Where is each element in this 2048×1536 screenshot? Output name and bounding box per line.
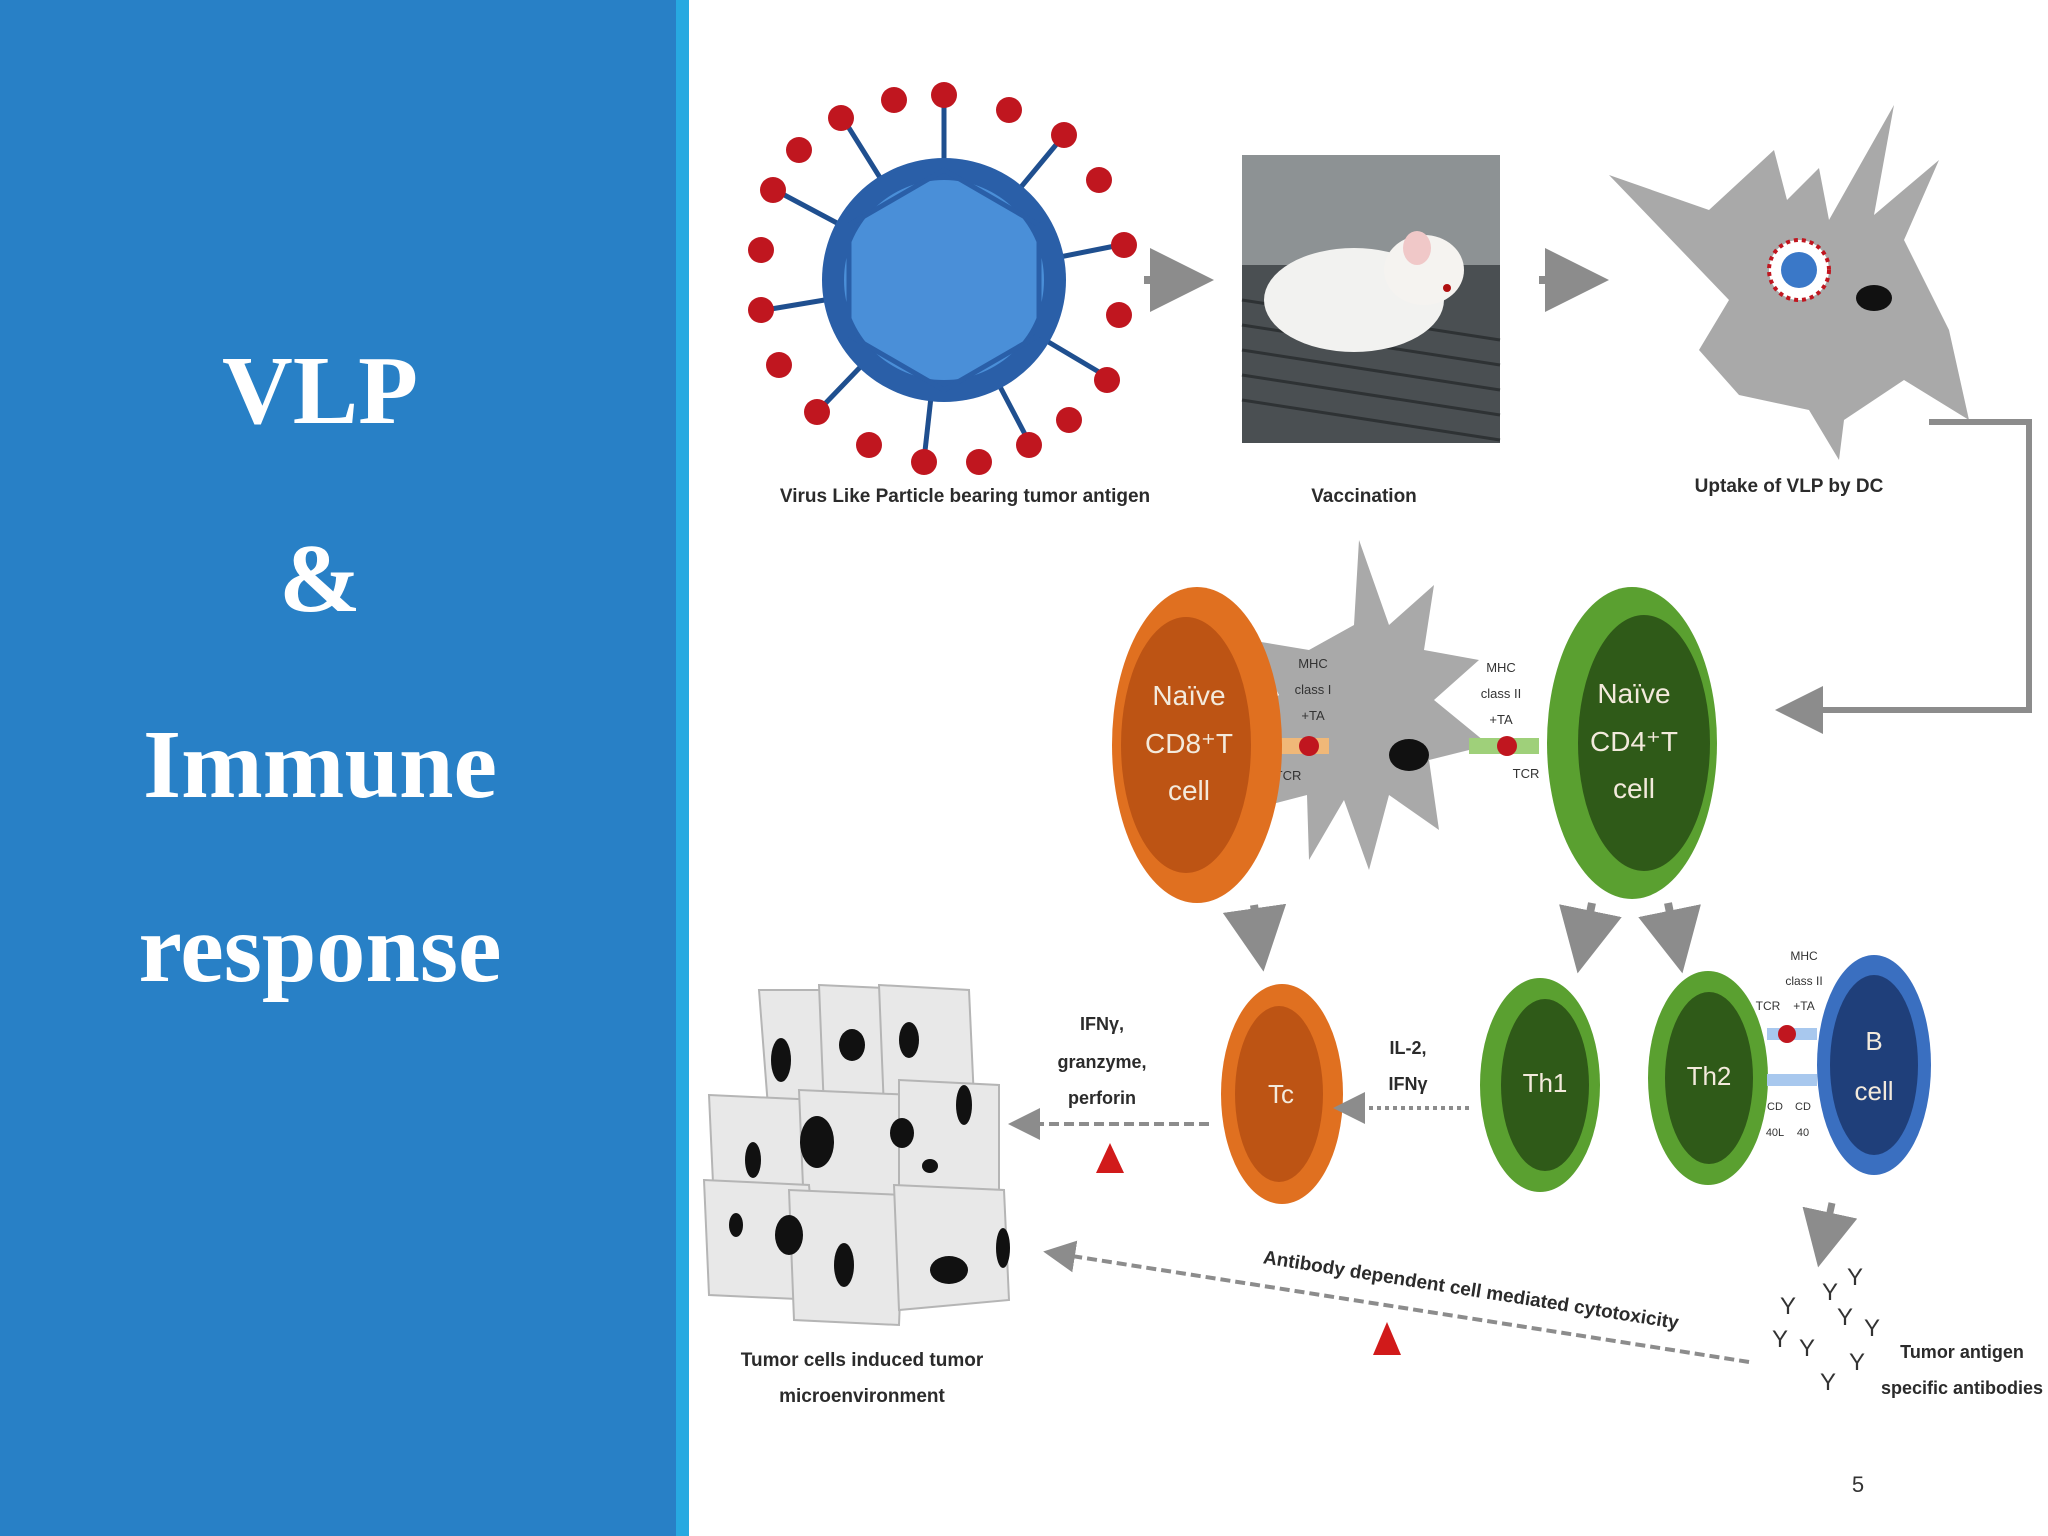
mhc2-label-3: +TA (1489, 712, 1513, 727)
cytotoxicity-triangle (1096, 1143, 1124, 1173)
ifn-label-3: perforin (1068, 1088, 1136, 1108)
th2-label: Th2 (1687, 1061, 1732, 1091)
tcr-label-bcell: TCR (1756, 999, 1781, 1013)
mhc2-label-1: MHC (1486, 660, 1516, 675)
b-cell: B cell (1817, 955, 1931, 1175)
cd40l-label-2: 40L (1766, 1127, 1784, 1139)
cd8-line2: CD8⁺T (1145, 728, 1233, 759)
cd4-line3: cell (1613, 773, 1655, 804)
uptake-label: Uptake of VLP by DC (1695, 476, 1884, 497)
svg-text:Y: Y (1772, 1326, 1788, 1353)
th2-cell: Th2 (1648, 971, 1768, 1185)
ifn-label-1: IFNγ, (1080, 1014, 1124, 1034)
mhc1-antigen-dot (1299, 736, 1319, 756)
title-line-ampersand: & (279, 525, 361, 633)
th1-cell: Th1 (1480, 978, 1600, 1192)
bcell-to-antibodies-arrow (1802, 1202, 1858, 1268)
svg-text:Y: Y (1847, 1264, 1863, 1291)
il2-label-1: IL-2, (1389, 1038, 1426, 1058)
il2-label-2: IFNγ (1388, 1074, 1427, 1094)
title-line-immune: Immune (143, 711, 497, 819)
svg-text:Y: Y (1837, 1304, 1853, 1331)
svg-text:Y: Y (1822, 1279, 1838, 1306)
cd8-line3: cell (1168, 775, 1210, 806)
title-panel: VLP & Immune response (0, 0, 676, 1536)
adcc-label: Antibody dependent cell mediated cytotox… (1262, 1247, 1681, 1334)
dendritic-cell-icon (1609, 105, 1969, 460)
cd4-line2: CD4⁺T (1590, 726, 1678, 757)
slide-number: 5 (1851, 1472, 1865, 1497)
vlp-particle-icon (748, 82, 1137, 475)
differentiation-arrows (1222, 902, 1701, 974)
adcc-arrow (1043, 1240, 1750, 1364)
adcc-triangle (1373, 1322, 1401, 1355)
svg-text:Y: Y (1799, 1335, 1815, 1362)
arrow-to-presentation (1775, 419, 2032, 734)
svg-text:Y: Y (1864, 1315, 1880, 1342)
th1-label: Th1 (1523, 1068, 1568, 1098)
mhc1-label-1: MHC (1298, 656, 1328, 671)
vaccination-label: Vaccination (1311, 486, 1417, 507)
tumor-label-2: microenvironment (779, 1386, 945, 1407)
cd40l-label-1: CD (1767, 1101, 1783, 1113)
mhc3-label-1: MHC (1790, 949, 1818, 963)
title-line-response: response (138, 895, 502, 1003)
vlp-label: Virus Like Particle bearing tumor antige… (780, 486, 1150, 507)
mhc3-antigen-dot (1778, 1025, 1796, 1043)
tumor-cells-cluster (702, 983, 1011, 1327)
title-line-vlp: VLP (222, 337, 418, 445)
mouse-photo (1241, 155, 1501, 443)
mhc2-antigen-dot (1497, 736, 1517, 756)
tcr-label-left: TCR (1275, 768, 1302, 783)
ifn-label-2: granzyme, (1057, 1052, 1146, 1072)
antibodies-label-2: specific antibodies (1881, 1378, 2043, 1398)
svg-text:Y: Y (1820, 1369, 1836, 1396)
naive-cd8-t-cell: Naïve CD8⁺T cell (1112, 587, 1282, 903)
bcell-line1: B (1865, 1026, 1882, 1056)
mhc2-label-2: class II (1481, 686, 1521, 701)
mhc3-label-2: class II (1785, 974, 1822, 988)
cytotoxic-t-cell: Tc (1221, 984, 1343, 1204)
mhc3-label-3: +TA (1793, 999, 1814, 1013)
cd8-line1: Naïve (1152, 680, 1225, 711)
vlp-immune-response-diagram: Virus Like Particle bearing tumor antige… (702, 82, 2043, 1407)
cd40-label-1: CD (1795, 1101, 1811, 1113)
tcr-label-right: TCR (1513, 766, 1540, 781)
cd40-bond (1767, 1074, 1817, 1086)
svg-text:Y: Y (1780, 1293, 1796, 1320)
antibodies-label-1: Tumor antigen (1900, 1342, 2024, 1362)
sidebar-accent-stripe (676, 0, 689, 1536)
cd4-line1: Naïve (1597, 678, 1670, 709)
mhc1-label-3: +TA (1301, 708, 1325, 723)
cd40-label-2: 40 (1797, 1127, 1809, 1139)
mhc1-label-2: class I (1295, 682, 1332, 697)
svg-text:Y: Y (1849, 1349, 1865, 1376)
bcell-line2: cell (1854, 1076, 1893, 1106)
antigen-presenting-dc (1239, 540, 1489, 870)
tc-label: Tc (1268, 1079, 1294, 1109)
naive-cd4-t-cell: Naïve CD4⁺T cell (1547, 587, 1717, 899)
tumor-label-1: Tumor cells induced tumor (741, 1350, 984, 1371)
